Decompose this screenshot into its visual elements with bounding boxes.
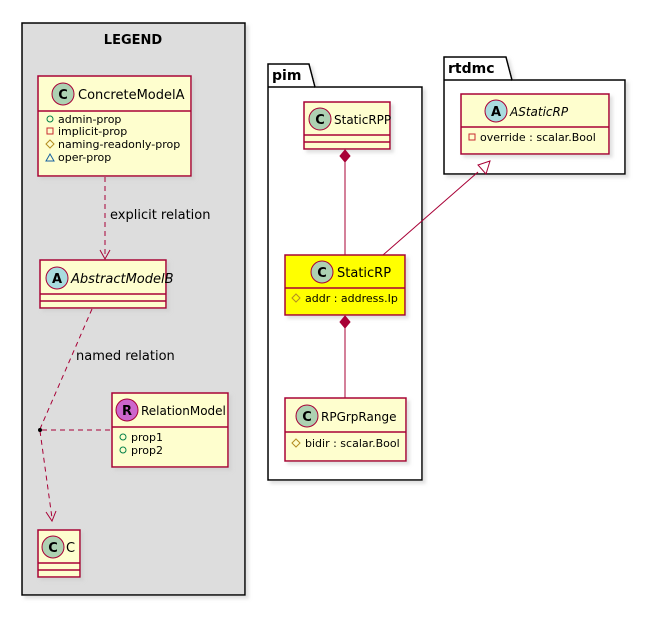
class-stereotype-icon (295, 404, 319, 428)
generalization-edge (382, 160, 491, 256)
astatic-rp-class[interactable]: A AStaticRP override : scalar.Bool (460, 93, 610, 155)
prop-text: naming-readonly-prop (58, 138, 180, 151)
class-stereotype-icon (308, 107, 332, 131)
class-name: C (66, 541, 75, 556)
protected-visibility-icon (291, 438, 301, 448)
class-stereotype-letter: A (491, 105, 501, 120)
concrete-model-a-class[interactable]: C ConcreteModelA admin-prop implicit-pro… (37, 75, 192, 177)
class-name: StaticRP (337, 266, 391, 281)
class-stereotype-letter: C (317, 266, 327, 281)
explicit-relation-edge: explicit relation (99, 177, 210, 261)
class-stereotype-letter: C (315, 113, 325, 128)
class-stereotype-letter: R (122, 404, 132, 419)
prop-text: addr : address.Ip (305, 292, 398, 305)
prop-text: implicit-prop (58, 125, 127, 138)
prop-text: bidir : scalar.Bool (305, 437, 400, 450)
legend-title: LEGEND (104, 33, 163, 48)
abstract-model-b-class[interactable]: A AbstractModelB (39, 259, 174, 309)
class-stereotype-letter: C (302, 410, 312, 425)
class-stereotype-letter: A (52, 272, 62, 287)
rpgrp-range-class[interactable]: C RPGrpRange bidir : scalar.Bool (284, 397, 407, 462)
class-stereotype-icon (310, 260, 334, 284)
relation-stereotype-icon (115, 398, 139, 422)
class-name: AbstractModelB (70, 272, 174, 287)
class-stereotype-icon (41, 535, 65, 559)
prop-text: prop2 (131, 444, 163, 457)
explicit-relation-label: explicit relation (110, 208, 210, 223)
static-rp-class[interactable]: C StaticRP addr : address.Ip (284, 254, 406, 316)
package-visibility-icon (45, 152, 55, 162)
class-stereotype-icon (51, 82, 75, 106)
class-name: AStaticRP (509, 105, 569, 119)
prop-text: oper-prop (58, 151, 111, 164)
relation-model-class[interactable]: R RelationModel prop1 prop2 (111, 392, 229, 468)
public-visibility-icon (46, 115, 54, 123)
prop-text: override : scalar.Bool (480, 131, 596, 144)
composition-edge (339, 315, 351, 398)
abstract-stereotype-icon (45, 266, 69, 290)
class-name: StaticRPP (334, 113, 391, 127)
class-stereotype-letter: C (58, 88, 68, 103)
class-name: RelationModel (141, 404, 226, 418)
protected-visibility-icon (45, 139, 55, 149)
prop-text: prop1 (131, 431, 163, 444)
c-class[interactable]: C C (37, 529, 81, 578)
abstract-stereotype-icon (484, 99, 508, 123)
protected-visibility-icon (291, 293, 301, 303)
named-relation-label: named relation (76, 349, 175, 364)
public-visibility-icon (119, 433, 127, 441)
class-name: ConcreteModelA (78, 88, 185, 103)
composition-edge (339, 149, 351, 255)
class-stereotype-letter: C (48, 541, 58, 556)
private-visibility-icon (468, 133, 476, 141)
package-name: pim (272, 68, 301, 84)
named-relation-edge: named relation (38, 308, 175, 523)
prop-text: admin-prop (58, 113, 121, 126)
package-name: rtdmc (448, 61, 495, 77)
private-visibility-icon (46, 127, 54, 135)
class-name: RPGrpRange (321, 410, 396, 424)
static-rpp-class[interactable]: C StaticRPP (303, 101, 391, 150)
relation-junction-point (38, 428, 42, 432)
public-visibility-icon (119, 446, 127, 454)
